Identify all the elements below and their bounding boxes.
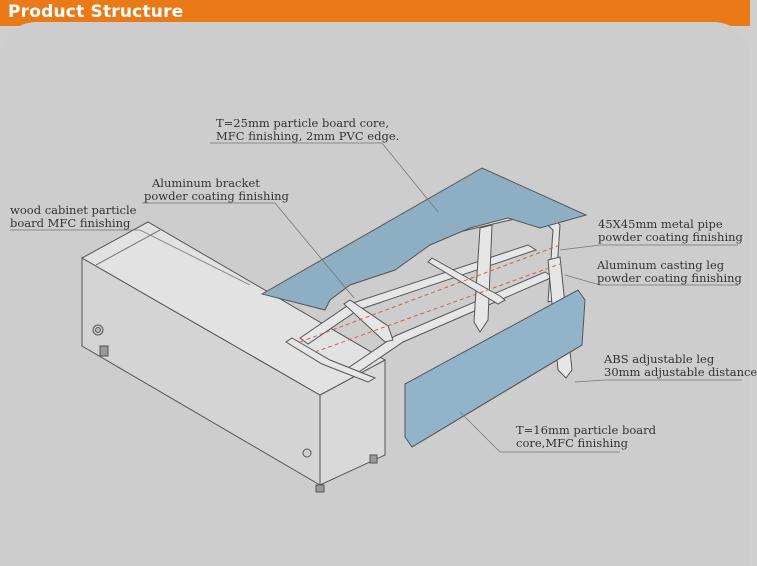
label-bracket-line1: Aluminum bracket	[152, 176, 260, 190]
label-abs-leg-line1: ABS adjustable leg	[604, 352, 715, 366]
page-title: Product Structure	[8, 2, 184, 22]
label-cabinet-line2: board MFC finishing	[10, 216, 131, 230]
leader-lines	[10, 142, 742, 453]
label-top-board-line1: T=25mm particle board core,	[216, 116, 389, 130]
label-cabinet-line1: wood cabinet particle	[10, 203, 137, 217]
desk-top-board	[260, 167, 588, 311]
label-top-board: T=25mm particle board core, MFC finishin…	[216, 117, 399, 143]
label-casting-leg-line2: powder coating finishing	[597, 271, 742, 285]
label-modesty-panel-line1: T=16mm particle board	[516, 423, 656, 437]
label-cabinet: wood cabinet particle board MFC finishin…	[10, 204, 136, 230]
header-band	[0, 0, 750, 26]
label-top-board-line2: MFC finishing, 2mm PVC edge.	[216, 129, 400, 143]
label-bracket-line2: powder coating finishing	[144, 189, 289, 203]
label-casting-leg: Aluminum casting leg powder coating fini…	[597, 259, 742, 285]
label-pipe-line2: powder coating finishing	[598, 230, 743, 244]
label-abs-leg: ABS adjustable leg 30mm adjustable dista…	[604, 353, 757, 379]
label-abs-leg-line2: 30mm adjustable distance	[604, 365, 757, 379]
label-pipe-line1: 45X45mm metal pipe	[598, 217, 723, 231]
label-modesty-panel: T=16mm particle board core,MFC finishing	[516, 424, 656, 450]
label-pipe: 45X45mm metal pipe powder coating finish…	[598, 218, 743, 244]
label-casting-leg-line1: Aluminum casting leg	[597, 258, 725, 272]
label-modesty-panel-line2: core,MFC finishing	[516, 436, 629, 450]
label-bracket: Aluminum bracket powder coating finishin…	[144, 177, 289, 203]
